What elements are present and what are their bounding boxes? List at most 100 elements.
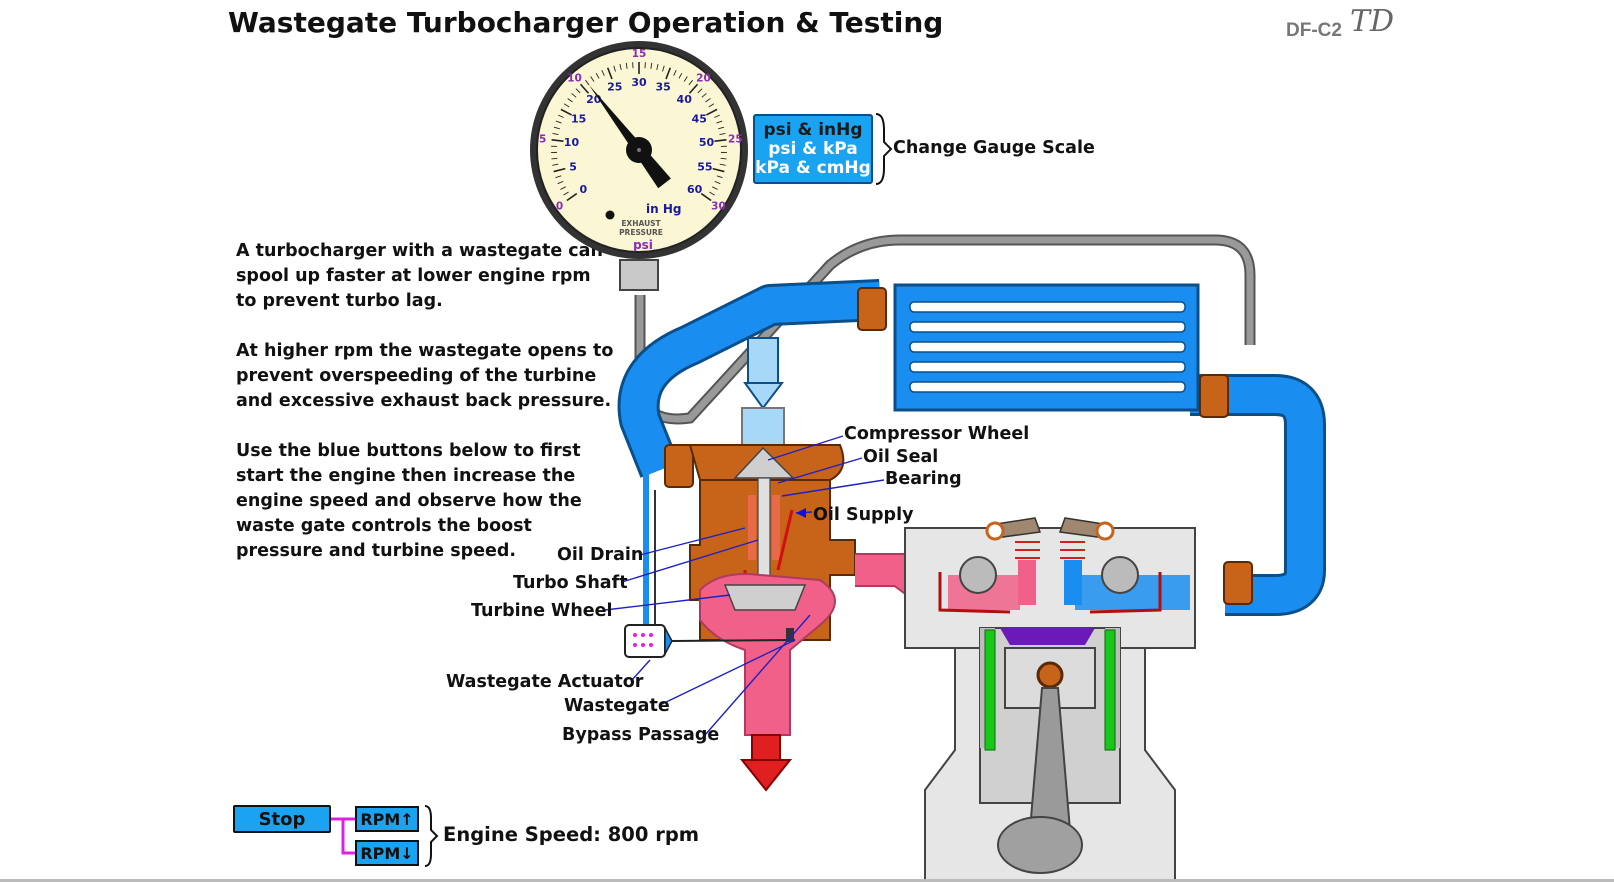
gauge-tick — [714, 114, 720, 118]
gauge-tick — [719, 133, 726, 136]
scale-brace — [875, 113, 893, 185]
label-turbine-wheel: Turbine Wheel — [471, 601, 613, 621]
gauge-inner-label: 15 — [571, 113, 586, 126]
gauge-tick — [606, 67, 613, 80]
crankshaft — [997, 816, 1083, 874]
gauge-scale-selector: psi & inHg psi & kPa kPa & cmHg — [753, 114, 873, 184]
gauge-tick — [718, 126, 725, 130]
label-bearing: Bearing — [885, 469, 962, 489]
gauge-caption-2: PRESSURE — [619, 228, 663, 237]
label-compressor-wheel: Compressor Wheel — [844, 424, 1030, 444]
gauge-inner-label: 10 — [564, 136, 580, 149]
coolant-passage-right — [1104, 629, 1116, 751]
wrist-pin — [1036, 661, 1064, 689]
camshaft-exhaust — [959, 556, 997, 594]
gauge-outer-label: 25 — [728, 134, 743, 146]
combustion-chamber — [1000, 628, 1095, 645]
gauge-tick — [720, 157, 727, 160]
gauge-tick — [563, 103, 570, 108]
actuator-port — [664, 627, 673, 655]
doc-id: DF-C2 — [1286, 20, 1342, 41]
scale-option-kpa-cmhg[interactable]: kPa & cmHg — [755, 157, 871, 178]
gauge-tick — [560, 186, 566, 190]
gauge-tick — [552, 163, 559, 166]
rpm-up-button[interactable]: RPM↑ — [355, 806, 419, 832]
gauge-tick — [716, 120, 723, 124]
gauge-tick — [678, 72, 683, 79]
gauge-outer-label: 20 — [696, 73, 711, 85]
gauge-tick — [555, 175, 562, 179]
control-connector — [331, 817, 357, 855]
gauge-tick — [619, 63, 622, 71]
turbine-housing-exhaust — [699, 573, 836, 736]
air-in-arrow-shaft — [747, 337, 779, 384]
gauge-tick — [709, 191, 715, 196]
gauge-tick — [708, 103, 715, 108]
coolant-passage-left — [984, 629, 996, 751]
gauge-stop-pin — [605, 210, 615, 220]
intercooler-fins — [909, 301, 1186, 393]
gauge-inner-label: 45 — [692, 113, 707, 126]
label-bypass-passage: Bypass Passage — [562, 725, 720, 745]
gauge-tick — [575, 88, 581, 94]
rpm-down-button[interactable]: RPM↓ — [355, 840, 419, 866]
intake-pipe — [620, 282, 881, 477]
rocker-pivot-left — [985, 521, 1005, 541]
gauge-tick — [566, 192, 578, 202]
gauge-needle-pointer — [589, 84, 671, 189]
description-para-1: A turbocharger with a wastegate can spoo… — [236, 241, 603, 311]
gauge-tick — [551, 157, 558, 160]
scale-option-psi-kpa[interactable]: psi & kPa — [768, 138, 858, 159]
gauge-stem — [619, 259, 659, 291]
gauge-tick — [662, 65, 665, 72]
hose-clamps — [664, 287, 1253, 605]
actuator-diaphragm-dots — [633, 633, 653, 647]
label-oil-supply: Oil Supply — [813, 505, 914, 525]
gauge-tick — [558, 114, 564, 118]
gauge-tick — [716, 175, 723, 179]
gauge-tick — [719, 163, 726, 166]
gauge-tick — [552, 133, 559, 136]
gauge-ticks — [551, 62, 727, 202]
gauge-tick — [613, 65, 616, 72]
gauge-inner-label: 25 — [607, 80, 622, 93]
gauge-caption-1: EXHAUST — [621, 219, 661, 228]
gauge-needle-center — [637, 148, 641, 152]
turbo-shaft — [757, 477, 771, 589]
gauge-tick — [712, 167, 725, 173]
scale-option-psi-inhg[interactable]: psi & inHg — [763, 119, 863, 140]
description-para-3: Use the blue buttons below to first star… — [236, 441, 582, 561]
gauge-tick — [551, 138, 564, 142]
gauge-outer-label: 30 — [711, 201, 726, 213]
engine-speed-brace — [424, 805, 439, 867]
gauge-tick — [673, 70, 677, 76]
rocker-pivot-right — [1095, 521, 1115, 541]
label-turbo-shaft: Turbo Shaft — [513, 573, 628, 593]
wastegate-actuator — [624, 624, 666, 658]
exhaust-out-arrow-head — [739, 759, 793, 792]
gauge-unit-inhg: in Hg — [646, 202, 681, 216]
gauge-tick — [625, 62, 628, 69]
gauge-unit-psi: psi — [633, 238, 653, 252]
gauge-inner-label: 0 — [579, 183, 587, 196]
oil-supply-passage — [776, 509, 794, 571]
exhaust-valve — [1018, 560, 1036, 605]
gauge-tick — [555, 120, 562, 124]
gauge-tick — [665, 67, 672, 80]
gauge-inner-label: 5 — [569, 161, 577, 174]
gauge-tick — [553, 167, 566, 173]
gauge-tick — [706, 108, 718, 116]
label-wastegate: Wastegate — [564, 696, 670, 716]
gauge-tick — [656, 63, 659, 71]
gauge-tick — [714, 180, 721, 185]
gauge-outer-label: 15 — [632, 48, 647, 60]
gauge-tick — [553, 126, 560, 130]
gauge-tick — [585, 79, 590, 86]
gauge-tick — [579, 83, 590, 94]
stop-button[interactable]: Stop — [233, 805, 331, 833]
gauge-tick — [650, 62, 653, 69]
exhaust-out-arrow-shaft — [751, 734, 781, 761]
gauge-tick — [697, 88, 703, 94]
